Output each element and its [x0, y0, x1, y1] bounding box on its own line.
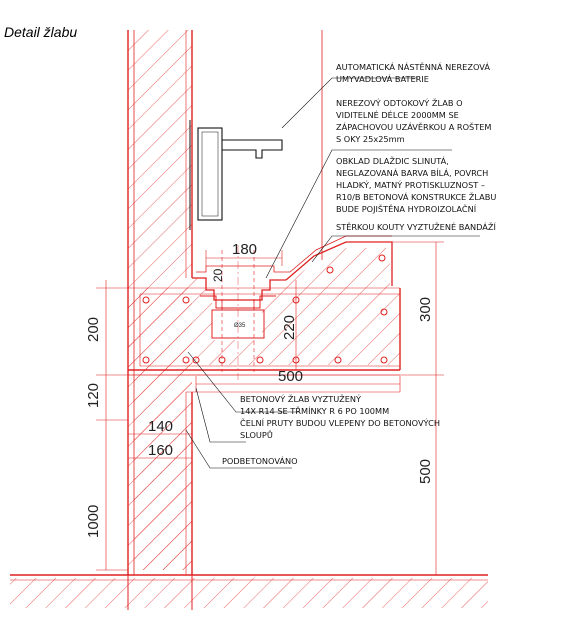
svg-text:14X R14 SE TŘMÍNKY R 6 PO 100: 14X R14 SE TŘMÍNKY R 6 PO 100MM — [240, 405, 389, 416]
floor-slab — [10, 574, 488, 610]
svg-text:HLADKÝ, MATNÝ PROTISKLUZNOST –: HLADKÝ, MATNÝ PROTISKLUZNOST – — [336, 179, 485, 190]
svg-text:BETONOVÝ ŽLAB VYZTUŽENÝ: BETONOVÝ ŽLAB VYZTUŽENÝ — [240, 393, 362, 404]
drawing-title: Detail žlabu — [4, 24, 78, 40]
svg-text:STĚRKOU KOUTY VYZTUŽENÉ BANDÁŽ: STĚRKOU KOUTY VYZTUŽENÉ BANDÁŽÍ — [336, 221, 496, 232]
svg-text:BUDE POJIŠTĚNA HYDROIZOLAČNÍ: BUDE POJIŠTĚNA HYDROIZOLAČNÍ — [336, 203, 477, 214]
svg-text:NEGLAZOVANÁ BARVA BÍLÁ, POVRCH: NEGLAZOVANÁ BARVA BÍLÁ, POVRCH — [336, 167, 488, 178]
dimension-lines — [96, 241, 444, 575]
dim-180: 180 — [232, 241, 257, 258]
svg-text:AUTOMATICKÁ NÁSTĚNNÁ NEREZOVÁ: AUTOMATICKÁ NÁSTĚNNÁ NEREZOVÁ — [336, 61, 490, 72]
note-channel: NEREZOVÝ ODTOKOVÝ ŽLAB O VIDITELNÉ DÉLCE… — [336, 97, 491, 144]
dim-20: 20 — [211, 268, 225, 282]
svg-text:R10/B BETONOVÁ KONSTRUKCE ŽLAB: R10/B BETONOVÁ KONSTRUKCE ŽLABU — [336, 191, 496, 202]
dim-500-right: 500 — [417, 459, 434, 484]
svg-text:UMYVADLOVÁ BATERIE: UMYVADLOVÁ BATERIE — [336, 73, 429, 84]
lower-column — [134, 375, 400, 575]
dim-500-base: 500 — [278, 368, 303, 385]
note-tiling: OBKLAD DLAŽDIC SLINUTÁ, NEGLAZOVANÁ BARV… — [336, 155, 496, 232]
dim-160: 160 — [148, 442, 173, 459]
faucet-icon — [189, 120, 283, 230]
dim-1000: 1000 — [85, 505, 102, 538]
svg-text:S OKY 25x25mm: S OKY 25x25mm — [336, 134, 405, 144]
note-battery: AUTOMATICKÁ NÁSTĚNNÁ NEREZOVÁ UMYVADLOVÁ… — [336, 61, 490, 84]
dim-200: 200 — [85, 317, 102, 342]
concrete-channel — [128, 235, 401, 380]
svg-text:ČELNÍ PRUTY BUDOU VLEPENY DO B: ČELNÍ PRUTY BUDOU VLEPENY DO BETONOVÝCH — [240, 417, 440, 428]
dim-300: 300 — [417, 297, 434, 322]
dim-220: 220 — [281, 315, 298, 340]
svg-text:VIDITELNÉ DÉLCE 2000MM SE: VIDITELNÉ DÉLCE 2000MM SE — [336, 109, 459, 120]
dim-120: 120 — [85, 383, 102, 408]
svg-text:OBKLAD DLAŽDIC SLINUTÁ,: OBKLAD DLAŽDIC SLINUTÁ, — [336, 155, 449, 166]
svg-text:NEREZOVÝ ODTOKOVÝ ŽLAB O: NEREZOVÝ ODTOKOVÝ ŽLAB O — [336, 97, 463, 108]
leader-lines — [185, 77, 480, 469]
dim-140: 140 — [148, 418, 173, 435]
svg-text:SLOUPŮ: SLOUPŮ — [240, 429, 273, 440]
note-concrete: BETONOVÝ ŽLAB VYZTUŽENÝ 14X R14 SE TŘMÍN… — [240, 393, 440, 440]
dim-pipe: Ø35 — [234, 323, 246, 329]
svg-text:ZÁPACHOVOU UZÁVĚRKOU A ROŠTEM: ZÁPACHOVOU UZÁVĚRKOU A ROŠTEM — [336, 121, 491, 132]
note-underconcrete: PODBETONOVÁNO — [222, 455, 298, 466]
